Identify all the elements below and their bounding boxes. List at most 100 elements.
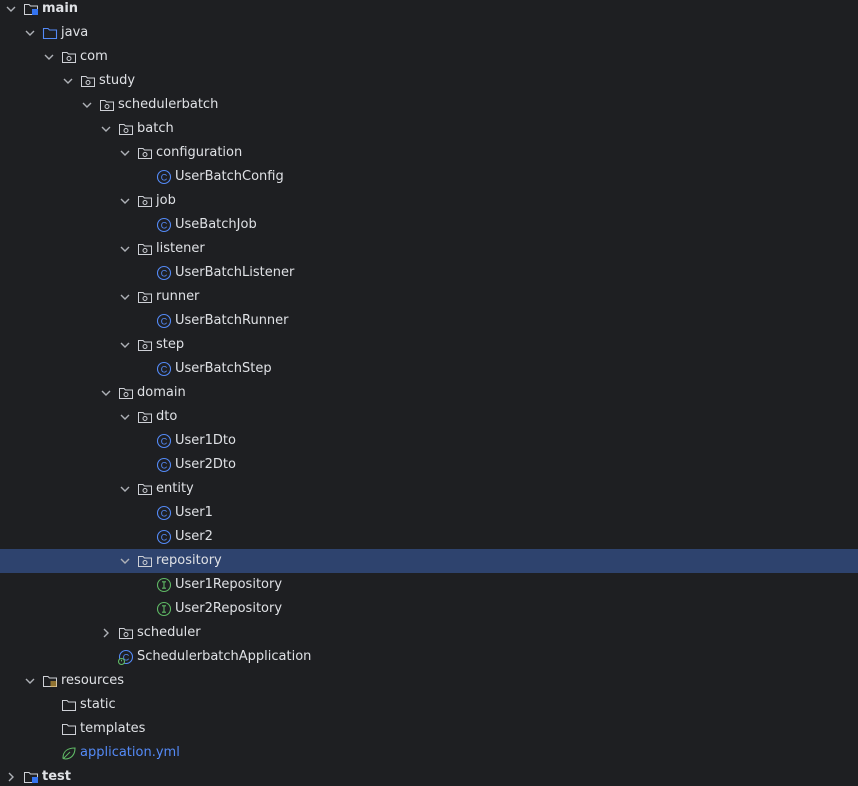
chevron-down-icon[interactable] [119,333,131,357]
tree-label: UserBatchStep [175,361,272,376]
tree-row-job[interactable]: job [0,189,858,213]
chevron-down-icon[interactable] [119,237,131,261]
tree-row-configuration[interactable]: configuration [0,141,858,165]
source-folder-icon [42,25,58,41]
chevron-down-icon[interactable] [5,0,17,21]
chevron-down-icon[interactable] [24,669,36,693]
tree-row-scheduler[interactable]: scheduler [0,621,858,645]
svg-text:C: C [161,269,168,279]
chevron-down-icon[interactable] [119,477,131,501]
tree-row-step[interactable]: step [0,333,858,357]
tree-row-repository[interactable]: repository [0,549,858,573]
tree-row-user2[interactable]: C User2 [0,525,858,549]
package-icon [137,409,153,425]
class-icon: C [156,505,172,521]
chevron-down-icon[interactable] [119,189,131,213]
tree-label: scheduler [137,625,201,640]
tree-row-user2dto[interactable]: C User2Dto [0,453,858,477]
tree-row-domain[interactable]: domain [0,381,858,405]
class-icon: C [156,169,172,185]
tree-label: application.yml [80,745,180,760]
tree-row-userbatchconfig[interactable]: C UserBatchConfig [0,165,858,189]
interface-icon [156,601,172,617]
chevron-down-icon[interactable] [100,381,112,405]
tree-label: java [61,25,89,40]
tree-row-user1repository[interactable]: User1Repository [0,573,858,597]
tree-row-com[interactable]: com [0,45,858,69]
tree-label: UserBatchConfig [175,169,284,184]
tree-row-java[interactable]: java [0,21,858,45]
tree-row-userbatchstep[interactable]: C UserBatchStep [0,357,858,381]
chevron-right-icon[interactable] [5,765,17,786]
tree-label: study [99,73,136,88]
folder-icon [61,697,77,713]
svg-text:C: C [161,461,168,471]
package-icon [137,481,153,497]
tree-label: SchedulerbatchApplication [137,649,312,664]
tree-row-listener[interactable]: listener [0,237,858,261]
tree-label: User1 [175,505,213,520]
package-icon [137,241,153,257]
tree-label: User1Dto [175,433,236,448]
tree-row-application-yml[interactable]: application.yml [0,741,858,765]
tree-label: UserBatchRunner [175,313,289,328]
resources-root-folder-icon [42,673,58,689]
chevron-down-icon[interactable] [119,549,131,573]
package-icon [137,337,153,353]
tree-row-templates[interactable]: templates [0,717,858,741]
source-root-folder-icon [23,1,39,17]
svg-text:C: C [161,509,168,519]
spring-yaml-icon [61,745,77,761]
tree-row-runner[interactable]: runner [0,285,858,309]
tree-label: templates [80,721,146,736]
tree-row-batch[interactable]: batch [0,117,858,141]
package-icon [118,385,134,401]
class-icon: C [156,217,172,233]
tree-row-user1[interactable]: C User1 [0,501,858,525]
tree-label: batch [137,121,174,136]
tree-label: domain [137,385,186,400]
chevron-down-icon[interactable] [81,93,93,117]
package-icon [137,553,153,569]
package-icon [118,625,134,641]
tree-row-schedulerbatch[interactable]: schedulerbatch [0,93,858,117]
tree-label: UseBatchJob [175,217,257,232]
tree-row-userbatchlistener[interactable]: C UserBatchListener [0,261,858,285]
tree-row-test[interactable]: test [0,765,858,786]
chevron-down-icon[interactable] [43,45,55,69]
tree-row-main[interactable]: main [0,0,858,21]
tree-label: User2Repository [175,601,283,616]
tree-row-static[interactable]: static [0,693,858,717]
tree-label: runner [156,289,200,304]
tree-row-usebatchjob[interactable]: C UseBatchJob [0,213,858,237]
tree-row-dto[interactable]: dto [0,405,858,429]
package-icon [80,73,96,89]
tree-row-entity[interactable]: entity [0,477,858,501]
svg-text:C: C [161,317,168,327]
test-root-folder-icon [23,769,39,785]
svg-text:C: C [123,653,130,663]
tree-label: User1Repository [175,577,283,592]
chevron-right-icon[interactable] [100,621,112,645]
chevron-down-icon[interactable] [119,141,131,165]
tree-row-user1dto[interactable]: C User1Dto [0,429,858,453]
tree-label: repository [156,553,222,568]
tree-row-user2repository[interactable]: User2Repository [0,597,858,621]
class-icon: C [156,529,172,545]
tree-row-study[interactable]: study [0,69,858,93]
tree-label: job [156,193,176,208]
tree-row-userbatchrunner[interactable]: C UserBatchRunner [0,309,858,333]
svg-text:C: C [161,437,168,447]
tree-label: User2 [175,529,213,544]
chevron-down-icon[interactable] [24,21,36,45]
tree-row-schedulerbatchapplication[interactable]: C SchedulerbatchApplication [0,645,858,669]
svg-text:C: C [161,533,168,543]
chevron-down-icon[interactable] [100,117,112,141]
tree-row-resources[interactable]: resources [0,669,858,693]
svg-text:C: C [161,365,168,375]
chevron-down-icon[interactable] [119,405,131,429]
chevron-down-icon[interactable] [62,69,74,93]
package-icon [137,289,153,305]
chevron-down-icon[interactable] [119,285,131,309]
class-icon: C [156,313,172,329]
